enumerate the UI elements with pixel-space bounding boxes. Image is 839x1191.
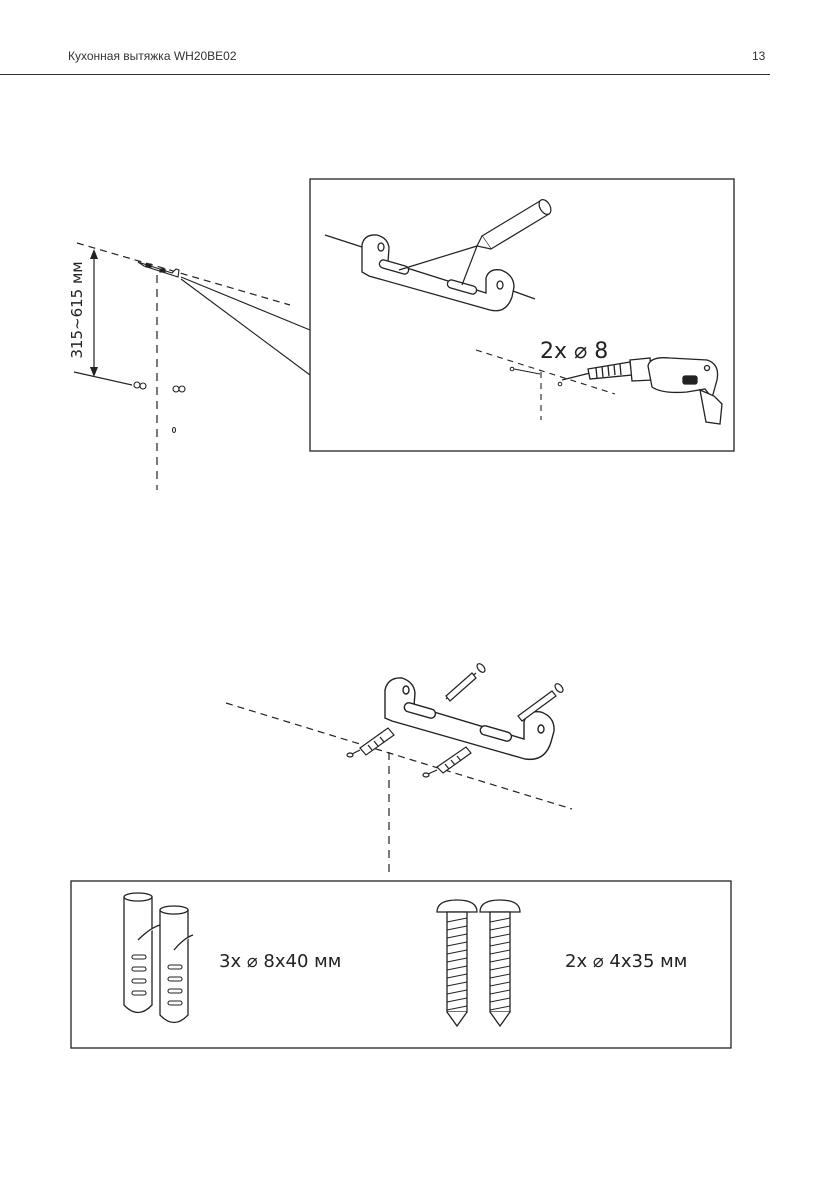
dowel-spec-label: 3x ⌀ 8x40 мм xyxy=(219,951,341,972)
callout-line-bottom xyxy=(180,278,311,376)
wall-guide-line xyxy=(76,242,291,306)
mounting-screw-icon xyxy=(436,899,478,1028)
header-divider xyxy=(0,74,770,75)
drill-guide-line xyxy=(475,349,616,395)
bracket-mounting-diagram: 3x ⌀ 8x40 мм 2x ⌀ 4x35 мм xyxy=(70,663,732,1049)
mounting-wall-line xyxy=(225,702,573,810)
page-number: 13 xyxy=(752,49,766,63)
power-drill-icon xyxy=(561,357,723,425)
wall-fixings xyxy=(133,381,186,434)
detail-bracket xyxy=(361,234,515,312)
page-header: Кухонная вытяжка WH20BE02 13 xyxy=(0,0,839,76)
height-label: 315~615 мм xyxy=(68,261,86,358)
bracket-marking-diagram: 315~615 мм 2x ⌀ 8 xyxy=(68,178,735,490)
pencil-icon xyxy=(398,199,552,286)
dowel-icon xyxy=(422,746,472,778)
mounting-screw-icon xyxy=(479,899,521,1028)
screw-spec-label: 2x ⌀ 4x35 мм xyxy=(565,951,687,972)
document-title: Кухонная вытяжка WH20BE02 xyxy=(68,49,237,63)
height-dimension-arrow xyxy=(90,249,98,377)
reference-line xyxy=(73,371,133,386)
small-bracket xyxy=(137,261,180,278)
wall-plug-icon xyxy=(123,892,194,1024)
detail-wall-line-right xyxy=(512,290,536,300)
callout-line-top xyxy=(180,276,311,331)
drill-size-label: 2x ⌀ 8 xyxy=(540,339,608,364)
drill-hole xyxy=(557,381,563,387)
detail-wall-line-left xyxy=(324,234,363,248)
mounting-bracket xyxy=(384,677,555,761)
screw-icon xyxy=(445,663,486,702)
drill-hole xyxy=(509,366,515,372)
screw-icon xyxy=(517,683,564,722)
dowel-icon xyxy=(346,727,395,758)
